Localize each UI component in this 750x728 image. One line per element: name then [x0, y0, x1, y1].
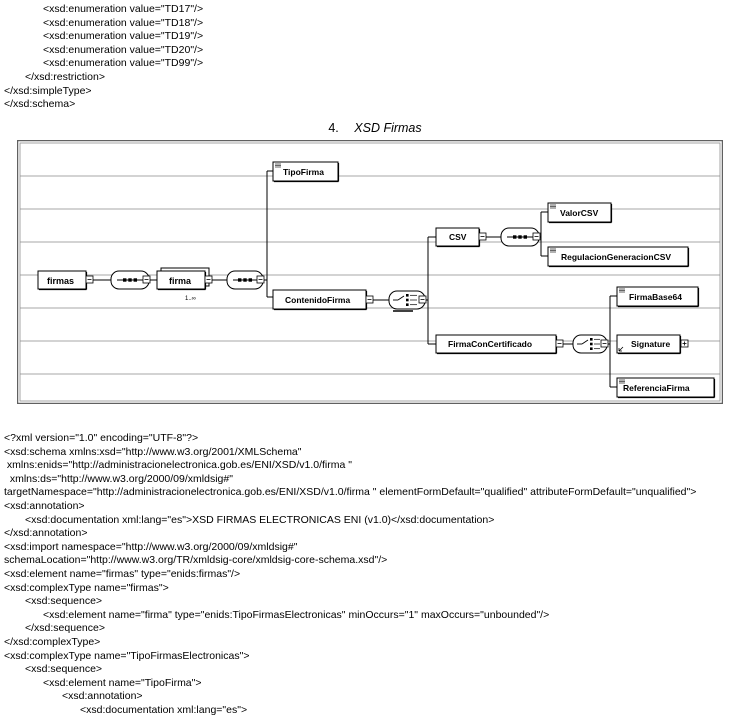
node-signature: Signature	[616, 334, 689, 355]
node-contenidofirma: ContenidoFirma	[272, 289, 374, 311]
code-line: <xsd:element name="firma" type="enids:Ti…	[43, 608, 550, 621]
node-tipofirma: TipoFirma	[272, 161, 340, 183]
xsd-schema-diagram: firmas firma 1..∞	[16, 139, 724, 405]
node-regulaciongeneracioncsv: RegulacionGeneracionCSV	[547, 246, 690, 268]
node-valorcsv-label: ValorCSV	[560, 208, 599, 218]
code-line: <xsd:enumeration value="TD99"/>	[43, 57, 204, 70]
node-referenciafirma-label: ReferenciaFirma	[623, 383, 690, 393]
code-line: <xsd:sequence>	[25, 595, 103, 608]
node-firma: firma 1..∞	[156, 267, 213, 302]
code-line: <xsd:sequence>	[25, 663, 103, 676]
code-line: <xsd:enumeration value="TD17"/>	[43, 3, 204, 15]
code-line: </xsd:schema>	[4, 98, 76, 111]
node-referenciafirma: ReferenciaFirma	[616, 377, 716, 399]
code-line: </xsd:sequence>	[25, 622, 105, 635]
code-line: <xsd:documentation xml:lang="es">	[80, 703, 248, 716]
code-listing-top: <xsd:enumeration value="TD17"/><xsd:enum…	[0, 3, 750, 112]
section-number: 4.	[328, 121, 339, 135]
code-line: <xsd:element name="firmas" type="enids:f…	[4, 567, 241, 580]
code-line: </xsd:restriction>	[25, 70, 105, 83]
node-firma-label: firma	[169, 276, 192, 286]
sequence-icon	[500, 227, 541, 247]
code-line: <xsd:element name="TipoFirma">	[43, 676, 202, 689]
code-line: </xsd:annotation>	[4, 527, 88, 540]
code-line: <xsd:annotation>	[4, 499, 85, 512]
code-line: <xsd:enumeration value="TD18"/>	[43, 16, 204, 29]
node-firmabase64-label: FirmaBase64	[629, 292, 682, 302]
node-firmaconcertificado: FirmaConCertificado	[435, 334, 564, 355]
code-line: <?xml version="1.0" encoding="UTF-8"?>	[4, 432, 199, 444]
code-line: targetNamespace="http://administracionel…	[4, 486, 697, 499]
code-line: <xsd:annotation>	[62, 690, 143, 703]
node-firma-cardinality: 1..∞	[185, 296, 196, 302]
code-line: <xsd:complexType name="TipoFirmasElectro…	[4, 649, 250, 662]
choice-icon	[572, 334, 609, 354]
node-firmas-label: firmas	[47, 276, 74, 286]
code-line: </xsd:simpleType>	[4, 84, 92, 97]
section-title: XSD Firmas	[354, 121, 422, 135]
node-firmas: firmas	[37, 270, 94, 291]
choice-icon	[388, 290, 427, 312]
code-line: xmlns:ds="http://www.w3.org/2000/09/xmld…	[4, 472, 233, 485]
code-line: <xsd:schema xmlns:xsd="http://www.w3.org…	[4, 445, 302, 458]
code-line: <xsd:documentation xml:lang="es">XSD FIR…	[25, 513, 495, 526]
sequence-icon	[110, 270, 151, 290]
node-firmabase64: FirmaBase64	[616, 286, 700, 308]
sequence-icon	[226, 270, 265, 290]
code-line: <xsd:enumeration value="TD19"/>	[43, 30, 204, 43]
code-line: <xsd:enumeration value="TD20"/>	[43, 43, 204, 56]
code-line: </xsd:complexType>	[4, 635, 101, 648]
node-tipofirma-label: TipoFirma	[283, 167, 324, 177]
code-line: <xsd:complexType name="firmas">	[4, 581, 169, 594]
code-line: schemaLocation="http://www.w3.org/TR/xml…	[4, 554, 388, 567]
reference-arrow-icon	[618, 346, 624, 352]
code-listing-bottom: <?xml version="1.0" encoding="UTF-8"?><x…	[0, 432, 750, 717]
node-signature-label: Signature	[631, 339, 670, 349]
section-heading: 4. XSD Firmas	[0, 121, 750, 135]
node-csv: CSV	[435, 227, 487, 248]
node-csv-label: CSV	[449, 232, 467, 242]
code-line: xmlns:enids="http://administracionelectr…	[4, 459, 352, 472]
node-valorcsv: ValorCSV	[547, 202, 613, 224]
node-regulaciongeneracioncsv-label: RegulacionGeneracionCSV	[561, 252, 671, 262]
node-firmaconcertificado-label: FirmaConCertificado	[448, 339, 532, 349]
code-line: <xsd:import namespace="http://www.w3.org…	[4, 540, 298, 553]
node-contenidofirma-label: ContenidoFirma	[285, 295, 350, 305]
